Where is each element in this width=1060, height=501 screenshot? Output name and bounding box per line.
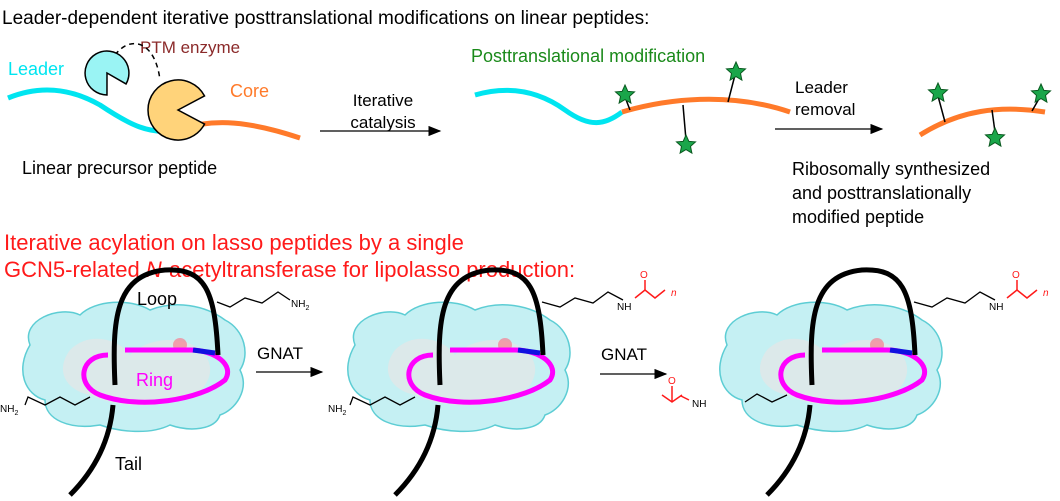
- modified-leader-peptide: [474, 87, 624, 126]
- loop: [436, 267, 546, 386]
- mature-peptide: [918, 106, 1046, 138]
- ptm-star-icon: [1031, 83, 1051, 103]
- amide-label: NH: [692, 399, 706, 410]
- ptm-star-icon: [985, 127, 1005, 147]
- amine-label: NH2: [328, 404, 346, 417]
- loop: [808, 267, 918, 386]
- lasso-panel-2: NH O n NH2: [328, 267, 677, 497]
- ptm-star-icon: [676, 134, 696, 154]
- ptm-star-icon: [615, 84, 635, 104]
- ptm-label: Posttranslational modification: [471, 46, 705, 66]
- leader-binding-enzyme-icon: [84, 50, 130, 96]
- step2-label-line2: removal: [795, 100, 855, 119]
- precursor-label: Linear precursor peptide: [22, 158, 217, 178]
- amine-label: NH2: [291, 299, 309, 312]
- arrow1-label: GNAT: [257, 344, 303, 363]
- ptm-enzyme-icon: [147, 79, 206, 141]
- chain-n-label: n: [1043, 288, 1049, 299]
- tail-label: Tail: [115, 454, 142, 474]
- ring: [778, 347, 927, 405]
- leader-label: Leader: [8, 59, 64, 79]
- step2-label-line1: Leader: [795, 78, 848, 97]
- ring-label: Ring: [136, 370, 173, 390]
- arrow2-label: GNAT: [601, 345, 647, 364]
- acetyl-o-label: O: [668, 376, 676, 387]
- gnat-protein-surface: [22, 301, 246, 433]
- chain-n-label: n: [671, 288, 677, 299]
- tail: [393, 404, 441, 497]
- product-label-line1: Ribosomally synthesized: [792, 159, 990, 179]
- leader-peptide: [7, 87, 176, 134]
- carbonyl-o-label: O: [640, 270, 648, 281]
- step1-label-line1: Iterative: [353, 91, 413, 110]
- bottom-title-line1: Iterative acylation on lasso peptides by…: [4, 230, 464, 255]
- enzyme-link: [114, 42, 161, 81]
- tail: [765, 404, 813, 497]
- product-label-line2: and posttranslationally: [792, 183, 971, 203]
- ring: [81, 347, 230, 405]
- amide-label: NH: [617, 302, 631, 313]
- ptm-star-icon: [726, 61, 746, 81]
- tail: [68, 404, 116, 497]
- ptm-enzyme-label: PTM enzyme: [140, 38, 240, 57]
- lasso-panel-3: NH O n NH O: [661, 267, 1049, 497]
- core-label: Core: [230, 81, 269, 101]
- lasso-panel-1: NH2 NH2 Loop Ring Tail: [0, 267, 309, 497]
- ring: [406, 347, 555, 405]
- loop: [111, 267, 221, 386]
- step1-label-line2: catalysis: [350, 113, 415, 132]
- modified-core-peptide: [621, 96, 791, 115]
- amide-label: NH: [989, 302, 1003, 313]
- top-title: Leader-dependent iterative posttranslati…: [2, 8, 649, 29]
- gnat-protein-surface: [347, 301, 571, 433]
- amine-label: NH2: [0, 404, 18, 417]
- gnat-protein-surface: [719, 301, 943, 433]
- carbonyl-o-label: O: [1012, 270, 1020, 281]
- product-label-line3: modified peptide: [792, 207, 924, 227]
- loop-label: Loop: [137, 289, 177, 309]
